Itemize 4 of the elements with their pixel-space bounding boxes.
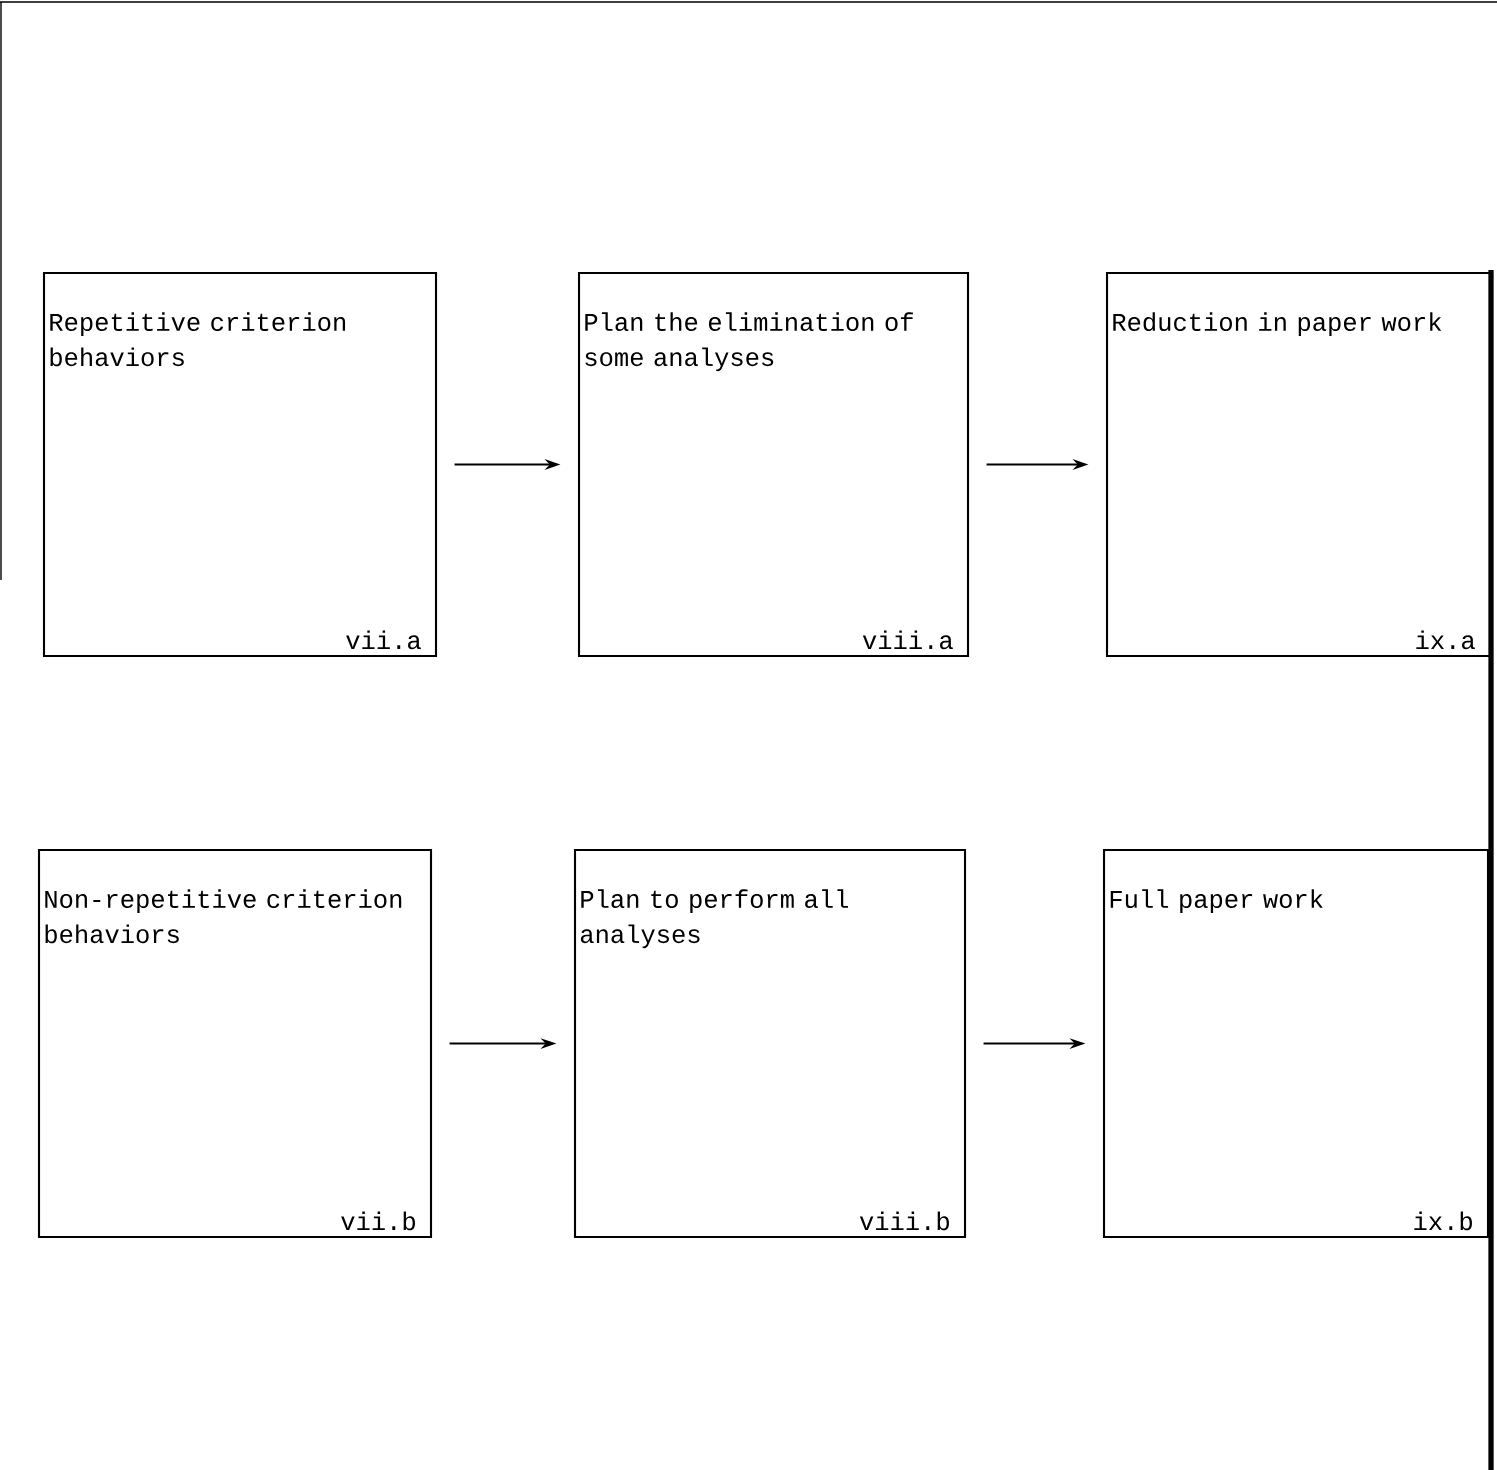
process-box: Full paper work ix.b — [1102, 848, 1490, 1239]
process-box: Reduction in paper work ix.a — [1105, 271, 1492, 658]
process-box: Non-repetitive criterion behaviors vii.b — [37, 848, 433, 1239]
process-box: Plan to perform all analyses viii.b — [573, 848, 967, 1239]
